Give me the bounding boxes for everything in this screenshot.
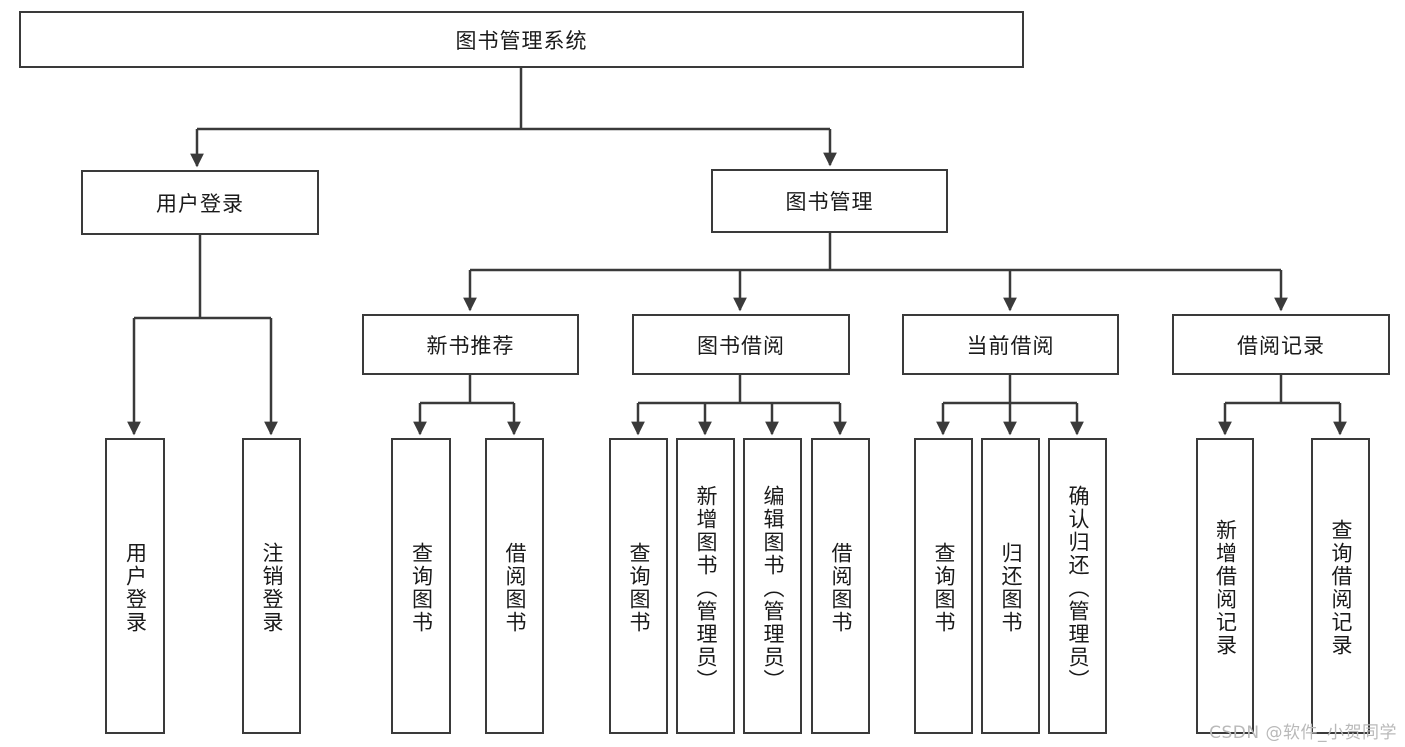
- node-root[interactable]: 图书管理系统: [19, 11, 1024, 68]
- leaf-label: 新增图书（管理员）: [694, 484, 718, 692]
- leaf-label: 新增借阅记录: [1213, 519, 1238, 657]
- leaf-query-book-recommend[interactable]: 查询图书: [391, 438, 451, 734]
- leaf-query-book-current[interactable]: 查询图书: [914, 438, 973, 734]
- leaf-label: 归还图书: [999, 542, 1023, 634]
- node-user-login-label: 用户登录: [156, 191, 244, 216]
- leaf-add-book-admin[interactable]: 新增图书（管理员）: [676, 438, 735, 734]
- leaf-label: 编辑图书（管理员）: [761, 484, 785, 692]
- leaf-label: 借阅图书: [503, 542, 527, 634]
- leaf-query-book-borrow[interactable]: 查询图书: [609, 438, 668, 734]
- leaf-query-borrow-record[interactable]: 查询借阅记录: [1311, 438, 1370, 734]
- leaf-borrow-book[interactable]: 借阅图书: [811, 438, 870, 734]
- leaf-user-login[interactable]: 用户登录: [105, 438, 165, 734]
- leaf-confirm-return-admin[interactable]: 确认归还（管理员）: [1048, 438, 1107, 734]
- node-new-book-recommend[interactable]: 新书推荐: [362, 314, 579, 375]
- leaf-label: 用户登录: [123, 542, 148, 634]
- node-new-book-recommend-label: 新书推荐: [426, 333, 515, 358]
- node-book-management-label: 图书管理: [785, 190, 874, 214]
- leaf-logout[interactable]: 注销登录: [242, 438, 301, 734]
- leaf-edit-book-admin[interactable]: 编辑图书（管理员）: [743, 438, 802, 734]
- node-book-borrow-label: 图书借阅: [697, 333, 785, 358]
- leaf-label: 查询图书: [627, 542, 651, 634]
- leaf-label: 查询图书: [409, 542, 434, 634]
- leaf-label: 确认归还（管理员）: [1066, 484, 1090, 692]
- node-root-label: 图书管理系统: [455, 28, 588, 53]
- node-borrow-record-label: 借阅记录: [1237, 333, 1325, 358]
- leaf-add-borrow-record[interactable]: 新增借阅记录: [1196, 438, 1254, 734]
- node-current-borrow-label: 当前借阅: [966, 333, 1055, 358]
- node-current-borrow[interactable]: 当前借阅: [902, 314, 1119, 375]
- leaf-borrow-book-recommend[interactable]: 借阅图书: [485, 438, 544, 734]
- node-borrow-record[interactable]: 借阅记录: [1172, 314, 1390, 375]
- node-book-management[interactable]: 图书管理: [711, 169, 948, 233]
- leaf-label: 注销登录: [260, 542, 284, 634]
- leaf-label: 查询借阅记录: [1329, 519, 1353, 657]
- node-user-login[interactable]: 用户登录: [81, 170, 319, 235]
- leaf-return-book[interactable]: 归还图书: [981, 438, 1040, 734]
- leaf-label: 借阅图书: [829, 542, 853, 634]
- leaf-label: 查询图书: [932, 542, 956, 634]
- node-book-borrow[interactable]: 图书借阅: [632, 314, 850, 375]
